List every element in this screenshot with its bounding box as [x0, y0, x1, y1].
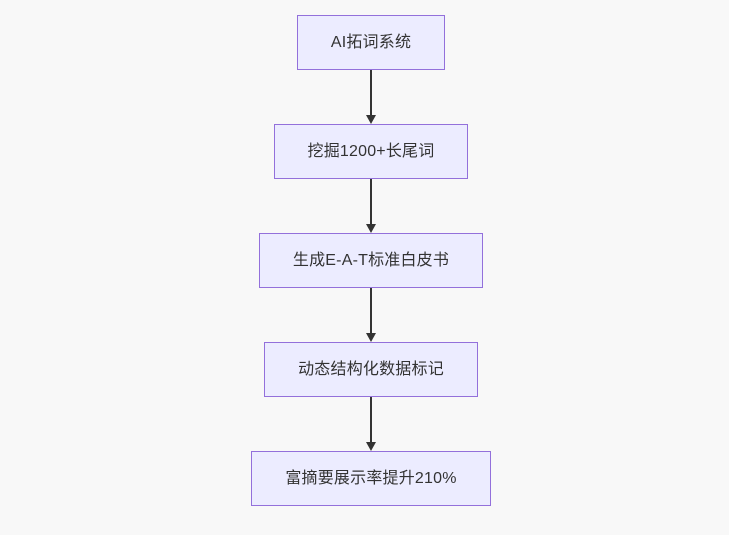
flow-node-rich-snippet-result: 富摘要展示率提升210% [251, 451, 491, 506]
flow-node-eat-whitepaper: 生成E-A-T标准白皮书 [258, 233, 484, 288]
flow-node-ai-keyword-system: AI拓词系统 [296, 15, 446, 70]
flow-node-structured-data-markup: 动态结构化数据标记 [264, 342, 478, 397]
flow-edge-4-5 [366, 397, 376, 451]
edge-line [370, 179, 372, 224]
flow-node-label: 生成E-A-T标准白皮书 [292, 251, 450, 269]
flow-node-label: AI拓词系统 [330, 33, 412, 51]
edge-line [370, 70, 372, 115]
flow-node-longtail-mining: 挖掘1200+长尾词 [273, 124, 469, 179]
flow-edge-2-3 [366, 179, 376, 233]
edge-line [370, 288, 372, 333]
flow-node-label: 富摘要展示率提升210% [285, 469, 457, 487]
flow-node-label: 挖掘1200+长尾词 [307, 142, 435, 160]
flow-edge-1-2 [366, 70, 376, 124]
arrow-down-icon [366, 333, 376, 342]
flow-node-label: 动态结构化数据标记 [298, 360, 444, 378]
edge-line [370, 397, 372, 442]
arrow-down-icon [366, 115, 376, 124]
flow-edge-3-4 [366, 288, 376, 342]
arrow-down-icon [366, 442, 376, 451]
arrow-down-icon [366, 224, 376, 233]
